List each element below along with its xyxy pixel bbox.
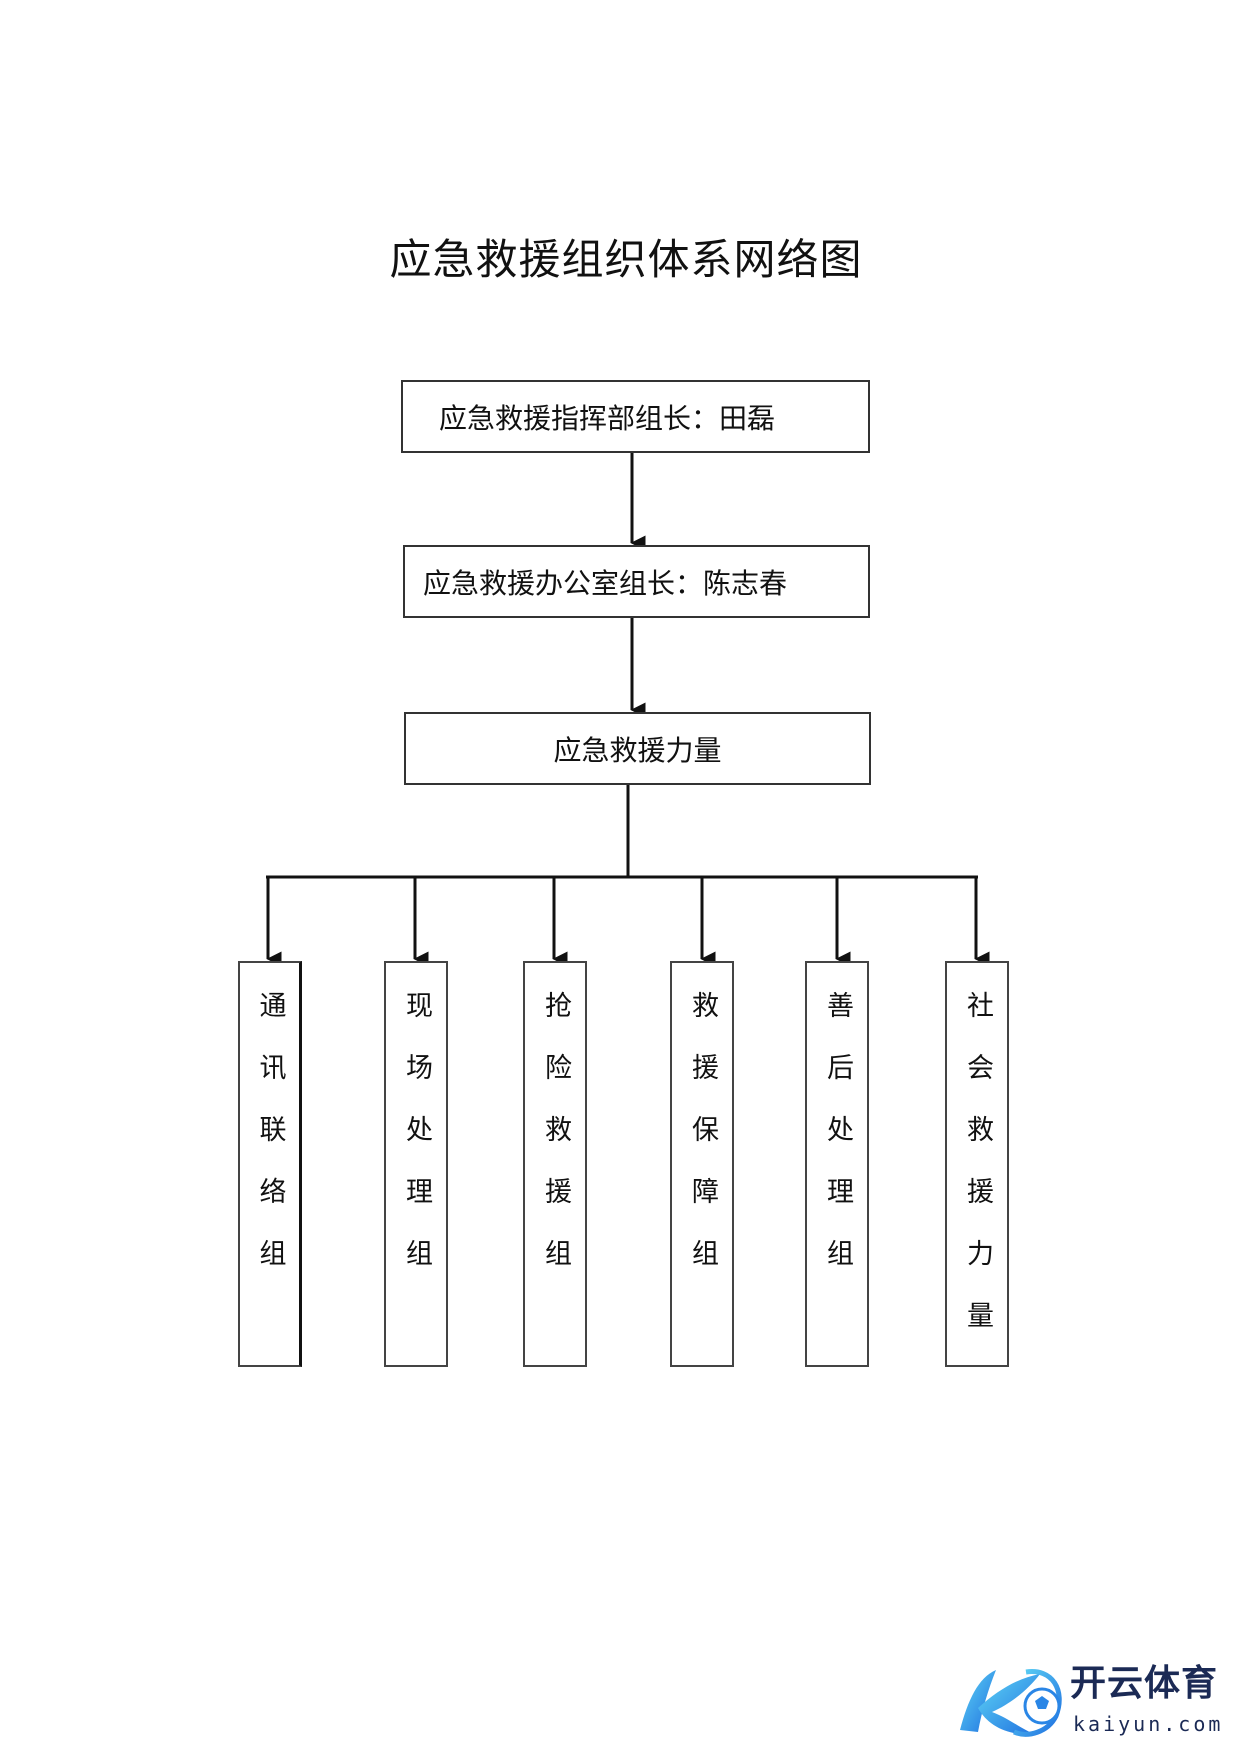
group-box-aftermath: 善后处理组 [805, 961, 869, 1367]
forces-box: 应急救援力量 [404, 712, 871, 785]
group-box-communications: 通讯联络组 [238, 961, 302, 1367]
group-box-site-handling: 现场处理组 [384, 961, 448, 1367]
watermark-name-cn: 开云体育 [1070, 1663, 1219, 1704]
diagram-title: 应急救援组织体系网络图 [389, 235, 863, 284]
group-label-site-handling: 现场处理组 [401, 991, 432, 1301]
group-box-support: 救援保障组 [670, 961, 734, 1367]
watermark-name-en: kaiyun.com [1073, 1712, 1224, 1736]
group-label-aftermath: 善后处理组 [822, 991, 853, 1301]
watermark-logo-icon [960, 1669, 1062, 1737]
group-box-social-forces: 社会救援力量 [945, 961, 1009, 1367]
office-label: 应急救援办公室组长：陈志春 [423, 566, 788, 600]
group-label-rescue: 抢险救援组 [540, 991, 571, 1301]
office-box: 应急救援办公室组长：陈志春 [403, 545, 870, 618]
command-box: 应急救援指挥部组长：田磊 [401, 380, 870, 453]
group-box-rescue: 抢险救援组 [523, 961, 587, 1367]
group-label-social-forces: 社会救援力量 [962, 991, 993, 1363]
group-label-support: 救援保障组 [687, 991, 718, 1301]
group-label-communications: 通讯联络组 [254, 991, 286, 1301]
command-label: 应急救援指挥部组长：田磊 [439, 401, 776, 435]
forces-label: 应急救援力量 [553, 733, 722, 767]
